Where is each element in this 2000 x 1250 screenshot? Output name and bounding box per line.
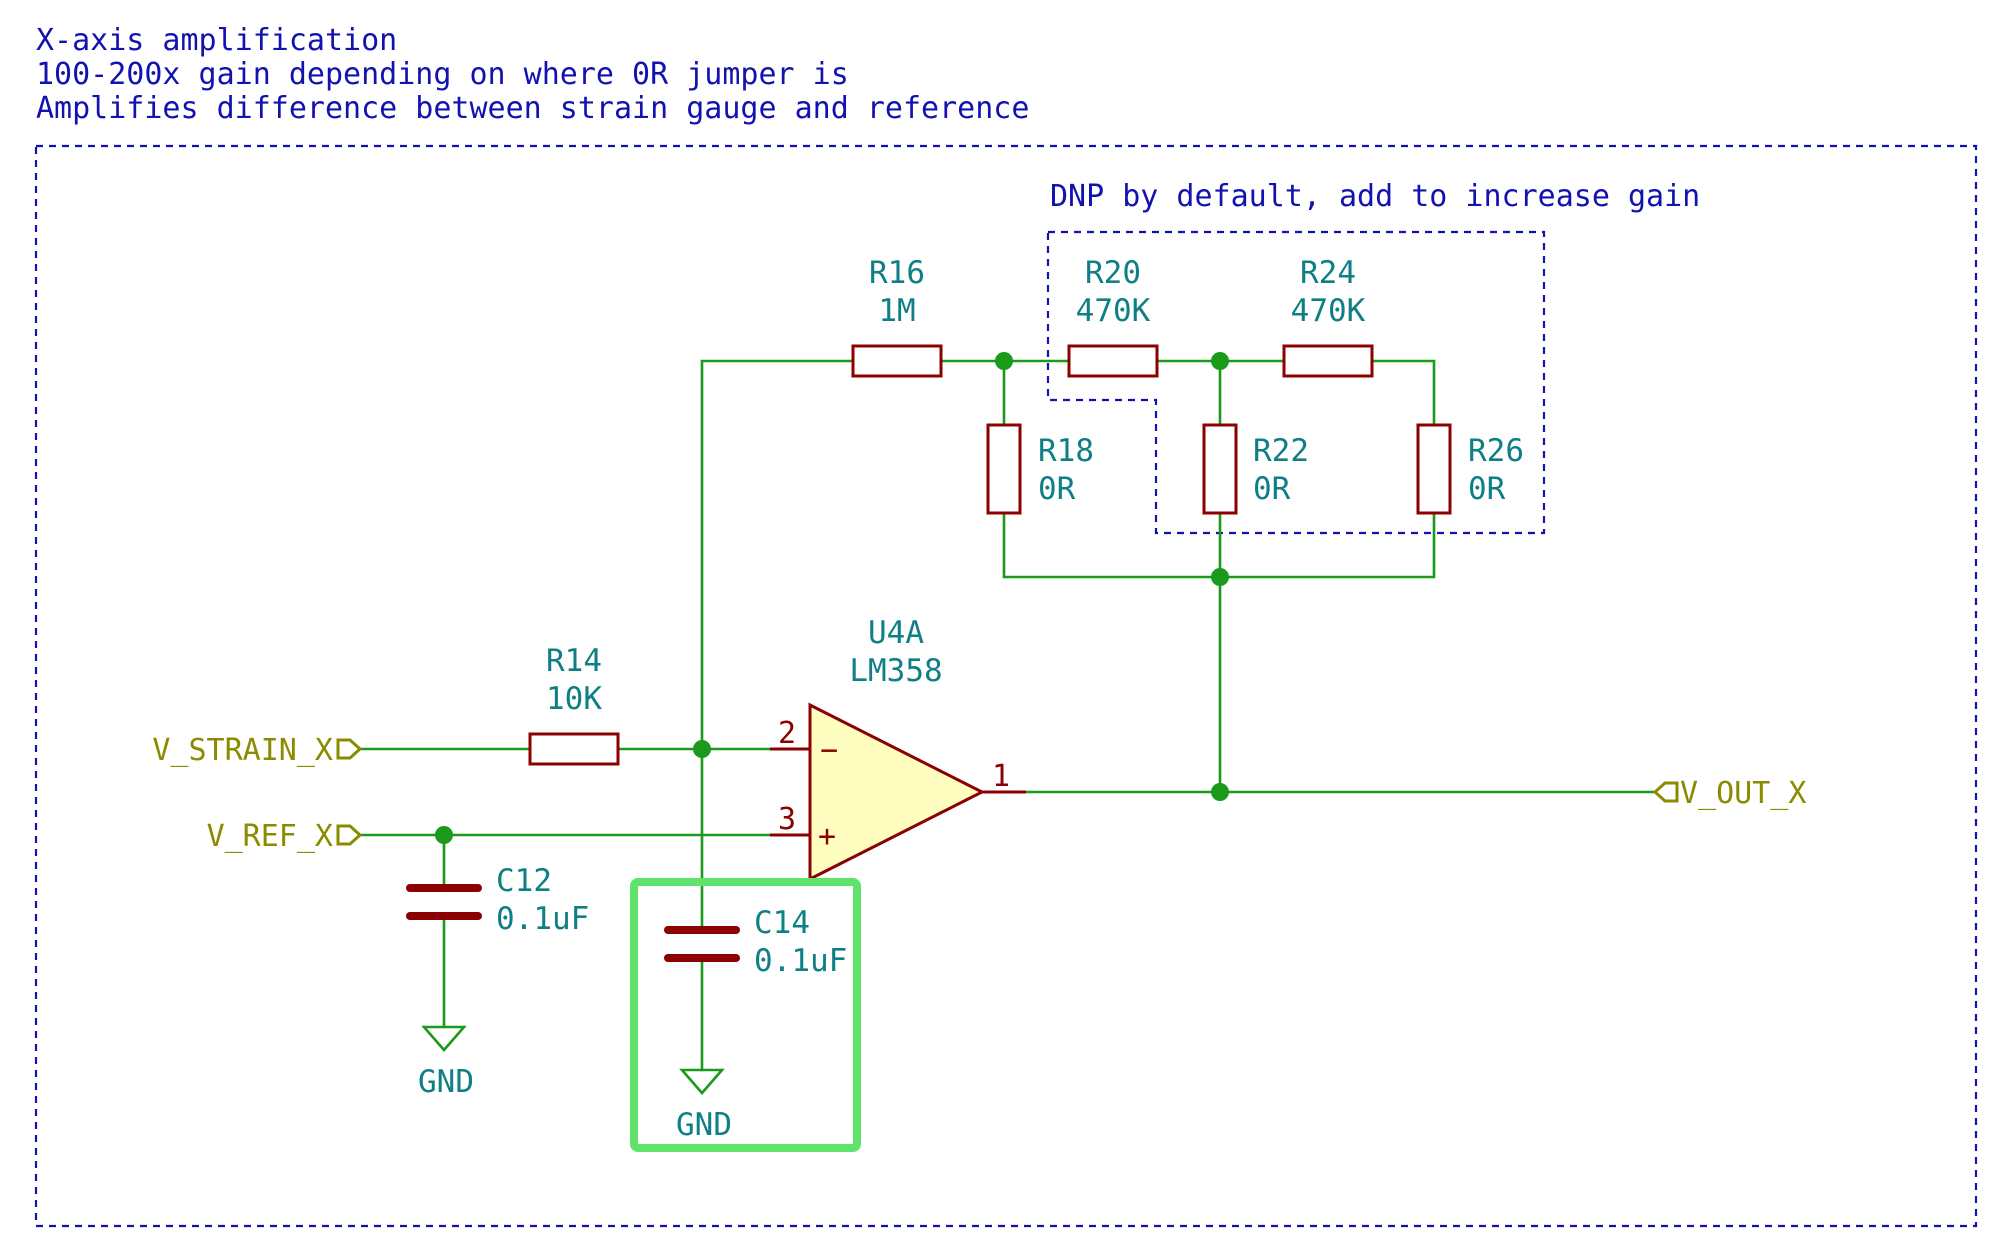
resistor-r24-body xyxy=(1282,344,1374,378)
ground-c14-icon xyxy=(679,1068,725,1095)
ground-c12-icon xyxy=(421,1025,467,1052)
port-v-ref-x-icon xyxy=(336,824,363,846)
resistor-r24-ref: R24 xyxy=(1300,255,1356,291)
resistor-r22[interactable]: R22 0R xyxy=(1202,423,1309,515)
port-v-strain-x-icon xyxy=(336,738,363,760)
port-v-ref-x-label: V_REF_X xyxy=(207,819,333,854)
header-description: Amplifies difference between strain gaug… xyxy=(36,91,1029,126)
resistor-r20-body xyxy=(1067,344,1159,378)
resistor-r26-value: 0R xyxy=(1468,471,1506,507)
resistor-r22-value: 0R xyxy=(1253,471,1291,507)
resistor-r18[interactable]: R18 0R xyxy=(986,423,1094,515)
resistor-r26-ref: R26 xyxy=(1468,433,1524,469)
resistor-r14[interactable]: R14 10K xyxy=(528,643,620,766)
opamp-pin3-number: 3 xyxy=(778,802,796,837)
resistor-r14-value: 10K xyxy=(546,681,602,717)
opamp-triangle xyxy=(808,702,986,882)
ground-c14: GND xyxy=(676,1068,732,1143)
resistor-r16-value: 1M xyxy=(878,293,915,329)
resistor-r18-ref: R18 xyxy=(1038,433,1094,469)
resistor-r22-body xyxy=(1202,423,1238,515)
header-gain-note: 100-200x gain depending on where 0R jump… xyxy=(36,57,849,92)
capacitor-c14[interactable]: C14 0.1uF xyxy=(664,905,847,979)
capacitor-c12[interactable]: C12 0.1uF xyxy=(406,863,589,937)
resistor-r20-ref: R20 xyxy=(1085,255,1141,291)
resistor-r14-body xyxy=(528,732,620,766)
wire-feedback-vertical xyxy=(700,359,855,751)
ground-c12-label: GND xyxy=(418,1064,474,1100)
resistor-r14-ref: R14 xyxy=(546,643,602,679)
port-v-out-x-icon xyxy=(1652,781,1679,803)
junction-inv-input xyxy=(693,740,711,758)
resistor-r18-value: 0R xyxy=(1038,471,1076,507)
wire-r24-r26 xyxy=(1370,359,1436,425)
header-title: X-axis amplification xyxy=(36,23,397,58)
outer-section-box xyxy=(34,144,1978,1228)
resistor-r16[interactable]: R16 1M xyxy=(851,255,943,378)
port-v-strain-x-label: V_STRAIN_X xyxy=(152,733,333,768)
resistor-r24-value: 470K xyxy=(1291,293,1366,329)
opamp-pin1-number: 1 xyxy=(992,759,1010,794)
ground-c12: GND xyxy=(418,1025,474,1100)
junction-jumper-bus xyxy=(1211,568,1229,586)
port-v-ref-x[interactable]: V_REF_X xyxy=(207,819,363,854)
resistor-r26[interactable]: R26 0R xyxy=(1416,423,1524,515)
resistor-r18-body xyxy=(986,423,1022,515)
resistor-r16-body xyxy=(851,344,943,378)
capacitor-c14-ref: C14 xyxy=(754,905,810,941)
port-v-out-x-label: V_OUT_X xyxy=(1680,776,1806,811)
opamp-pin2-number: 2 xyxy=(778,716,796,751)
junction-r20-r24 xyxy=(1211,352,1229,370)
port-v-out-x[interactable]: V_OUT_X xyxy=(1652,776,1806,811)
junctions xyxy=(435,352,1229,844)
resistor-r26-body xyxy=(1416,423,1452,515)
junction-r16-r20 xyxy=(995,352,1013,370)
resistor-r22-ref: R22 xyxy=(1253,433,1309,469)
port-v-strain-x[interactable]: V_STRAIN_X xyxy=(152,733,363,768)
opamp-value: LM358 xyxy=(849,653,942,689)
c14-highlight-box xyxy=(630,878,861,1152)
capacitor-c12-value: 0.1uF xyxy=(496,901,589,937)
ground-c14-label: GND xyxy=(676,1107,732,1143)
opamp-ref: U4A xyxy=(868,615,924,651)
resistor-r20-value: 470K xyxy=(1076,293,1151,329)
resistor-r24[interactable]: R24 470K xyxy=(1282,255,1374,378)
opamp-inverting-sign: − xyxy=(820,733,838,768)
resistor-r20[interactable]: R20 470K xyxy=(1067,255,1159,378)
capacitor-c12-ref: C12 xyxy=(496,863,552,899)
dnp-note: DNP by default, add to increase gain xyxy=(1050,179,1700,214)
opamp-noninverting-sign: + xyxy=(818,819,836,854)
capacitor-c14-value: 0.1uF xyxy=(754,943,847,979)
junction-output xyxy=(1211,783,1229,801)
resistor-r16-ref: R16 xyxy=(869,255,925,291)
opamp-u4a[interactable]: − + 2 3 1 U4A LM358 xyxy=(770,615,1026,882)
dnp-region-box xyxy=(1046,230,1546,535)
junction-ref xyxy=(435,826,453,844)
